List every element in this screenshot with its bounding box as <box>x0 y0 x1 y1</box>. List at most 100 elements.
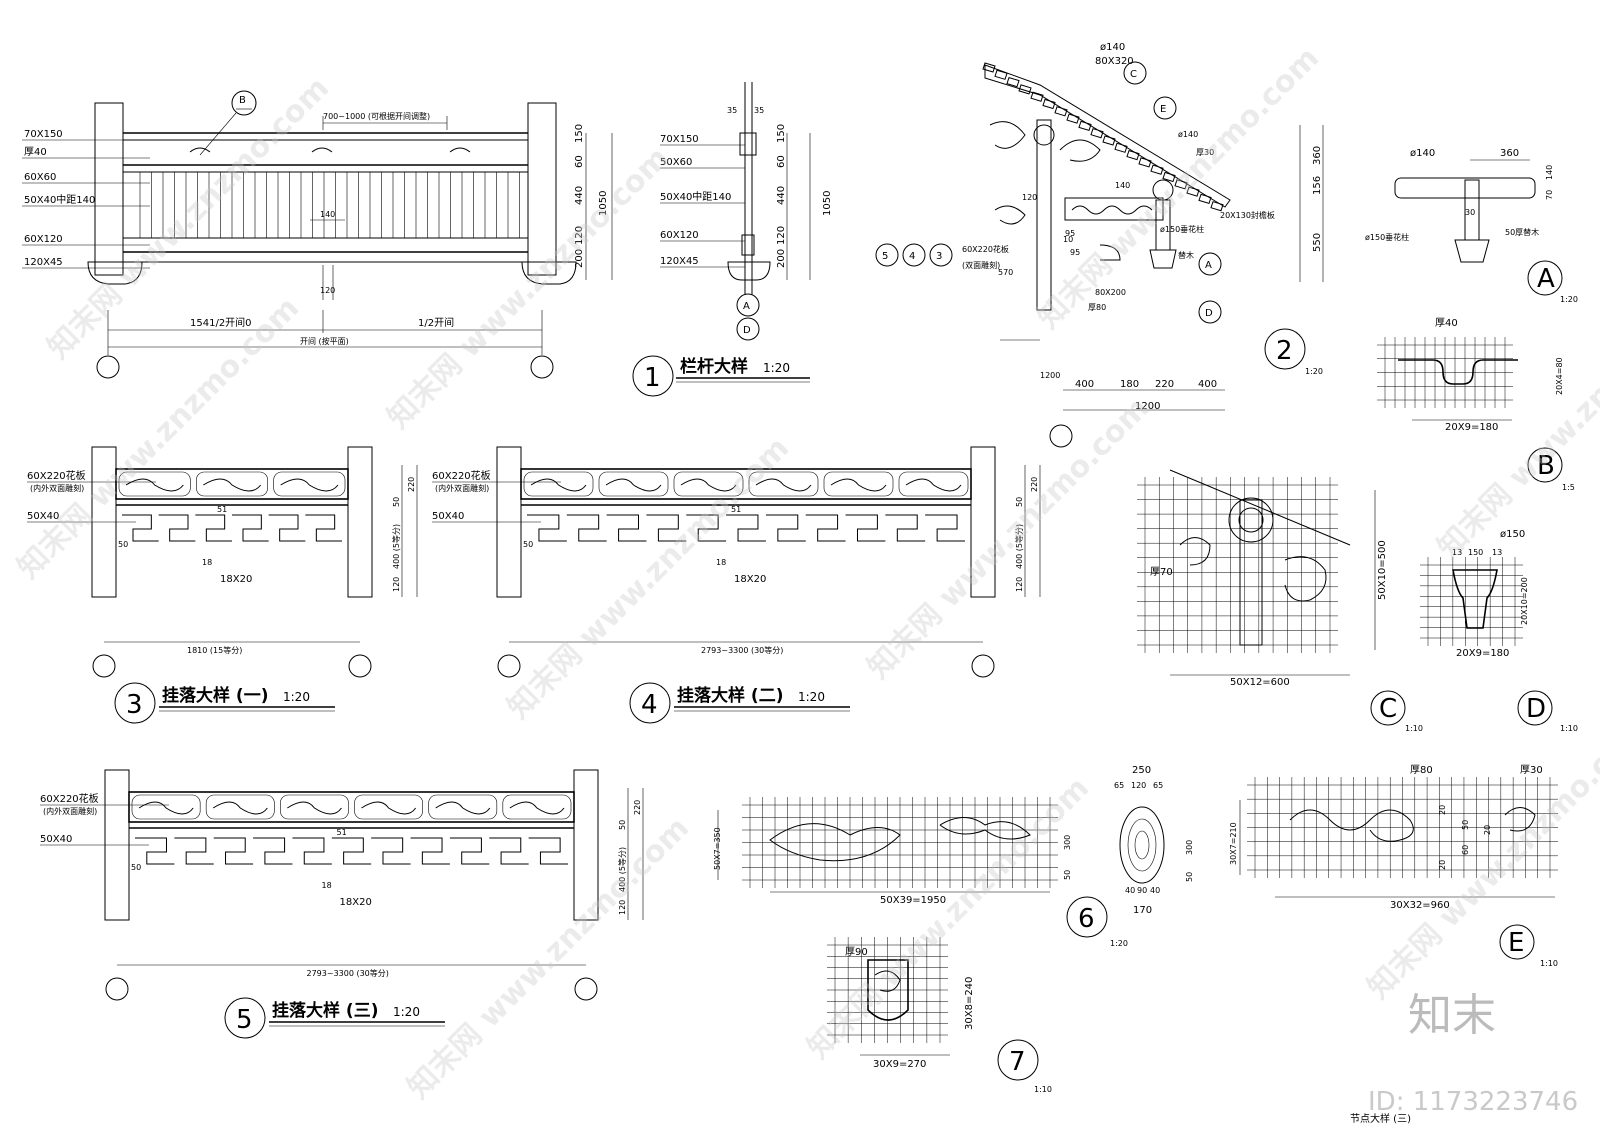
d2-right-dim-1: 360 <box>1312 146 1323 165</box>
da-dim-4: 140 <box>1545 165 1554 180</box>
carving-scroll <box>905 478 962 492</box>
da-label-2: 50厚替木 <box>1505 227 1539 237</box>
d6-dim-10: 50 <box>1185 872 1194 882</box>
detail-3-gualuo: 60X220花板(内外双面雕刻)50X40501818X205122050400… <box>27 446 418 724</box>
axis-circle <box>497 654 521 678</box>
carving-scroll <box>280 478 339 492</box>
gualuo-label-carving: (内外双面雕刻) <box>30 483 84 493</box>
dd-dim-6: 20X9=180 <box>1456 648 1509 659</box>
d2-bottom-dim-4: 400 <box>1198 379 1217 390</box>
carving-scroll <box>509 801 565 815</box>
d6-dim-6: 65 <box>1114 781 1124 790</box>
detail-2-scale: 1:20 <box>1305 367 1323 376</box>
gualuo-number: 3 <box>126 690 143 720</box>
grid-7 <box>827 937 948 1043</box>
d2-right-dim-2: 156 <box>1312 176 1323 195</box>
d2-label-7: 厚80 <box>1088 303 1106 312</box>
d2-label-5: 替木 <box>1178 250 1194 260</box>
detail-1-title-text: 栏杆大样 <box>680 356 748 377</box>
gualuo-rdim-1: 50 <box>392 497 401 507</box>
detail-1-scale: 1:20 <box>763 361 790 375</box>
section-rdim-4: 200 <box>776 249 787 268</box>
carving-panel <box>502 794 572 820</box>
d2-side-note-2: (双面雕刻) <box>962 260 1000 270</box>
roof-tile <box>1186 186 1200 197</box>
gualuo-dim-c: 18X20 <box>220 574 252 585</box>
section-label-3: 60X120 <box>660 230 699 241</box>
gualuo-scale: 1:20 <box>283 690 310 704</box>
section-rdim-0: 150 <box>776 124 787 143</box>
gualuo-scale: 1:20 <box>798 690 825 704</box>
watermark-text: 知末网 www.znzmo.com <box>1031 41 1326 336</box>
detail-1-total: 1050 <box>598 191 609 216</box>
drawing-id: ID: 1173223746 <box>1368 1087 1578 1117</box>
detail-2-labels: ø140厚3014020X130封檐板ø150垂花柱替木80X200厚80570… <box>998 130 1275 380</box>
carving-panel <box>280 794 349 820</box>
gualuo-number: 5 <box>236 1005 253 1035</box>
d7-dim-1: 厚90 <box>845 946 868 958</box>
roof-tile <box>1126 149 1140 161</box>
ref-5: 5 <box>882 251 888 262</box>
carving-scroll <box>361 801 417 815</box>
roof-tile <box>1138 157 1152 168</box>
lattice-sides <box>520 505 972 565</box>
watermark-text: 知末网 www.znzmo.com <box>861 391 1156 686</box>
roof-tile <box>1198 193 1212 205</box>
carving-scroll <box>530 478 587 492</box>
gualuo-title: 挂落大样 (三) <box>272 1000 378 1021</box>
carving-panel <box>898 471 969 497</box>
watermark-text: 知末网 www.znzmo.com <box>1431 271 1600 566</box>
section-label-2: 50X40中距140 <box>660 190 731 203</box>
carving-scroll <box>830 478 887 492</box>
section-top-dim-left: 35 <box>727 106 737 115</box>
d6-dim-3: 50 <box>1063 870 1072 880</box>
section-label-0: 70X150 <box>660 134 699 145</box>
flower-board <box>128 791 575 823</box>
gualuo-scale: 1:20 <box>393 1005 420 1019</box>
d2-marker-d: D <box>1205 308 1213 319</box>
fret-lattice <box>527 514 965 542</box>
gualuo-rdim-1: 50 <box>1015 497 1024 507</box>
detail-5-gualuo: 60X220花板(内外双面雕刻)50X40501818X205122050400… <box>40 769 644 1039</box>
detail-7-number: 7 <box>1009 1047 1026 1077</box>
gualuo-bottom-dim: 2793~3300 (30等分) <box>307 968 389 978</box>
gualuo-dim-b: 18 <box>322 881 332 890</box>
de-dim-5: 20 <box>1438 860 1447 870</box>
da-dim-1: ø140 <box>1410 148 1435 159</box>
dd-dim-3: 150 <box>1468 548 1483 557</box>
detail-d-scale: 1:10 <box>1560 724 1578 733</box>
gualuo-details: 60X220花板(内外双面雕刻)50X40501818X205122050400… <box>27 446 1041 1039</box>
gualuo-rdim-3: 120 <box>618 900 627 915</box>
d2-marker-e: E <box>1160 104 1166 115</box>
carving-panel <box>205 794 275 820</box>
detail-number-circle <box>224 997 266 1039</box>
d6-dim-13: 40 <box>1150 886 1160 895</box>
roof-tile <box>994 69 1008 80</box>
d6-dim-4: 50X39=1950 <box>880 895 946 906</box>
detail-2-eave-bracket: C E A D ø140 80X320 ø140厚3014020X130封檐板ø… <box>875 42 1324 448</box>
carving-panel <box>598 471 669 497</box>
d2-label-11: 1200 <box>1040 371 1060 380</box>
gualuo-dim-d: 51 <box>337 828 347 837</box>
axis-circle <box>971 654 995 678</box>
fret-lattice <box>122 514 342 542</box>
detail-1-top-note: 700~1000 (可根据开间调整) <box>323 111 430 121</box>
detail-d-label: D <box>1526 694 1546 724</box>
de-dim-4: 20 <box>1438 805 1447 815</box>
gualuo-dim-b: 18 <box>716 558 726 567</box>
da-dim-2: 360 <box>1500 148 1519 159</box>
de-dim-3: 30X7=210 <box>1229 822 1238 865</box>
d6-dim-9: 300 <box>1185 840 1194 855</box>
carving-scroll <box>605 478 662 492</box>
roof-tile <box>1018 84 1032 95</box>
d2-right-dim-3: 550 <box>1312 233 1323 252</box>
carving-panel <box>823 471 894 497</box>
detail-1-spacing: 140 <box>320 210 335 219</box>
detail-a-label: A <box>1537 264 1555 294</box>
roof-tile <box>1174 179 1188 190</box>
d2-label-2: 140 <box>1115 181 1130 190</box>
detail-1-rdim-0: 150 <box>574 124 585 143</box>
d2-bottom-dim-3: 220 <box>1155 379 1174 390</box>
